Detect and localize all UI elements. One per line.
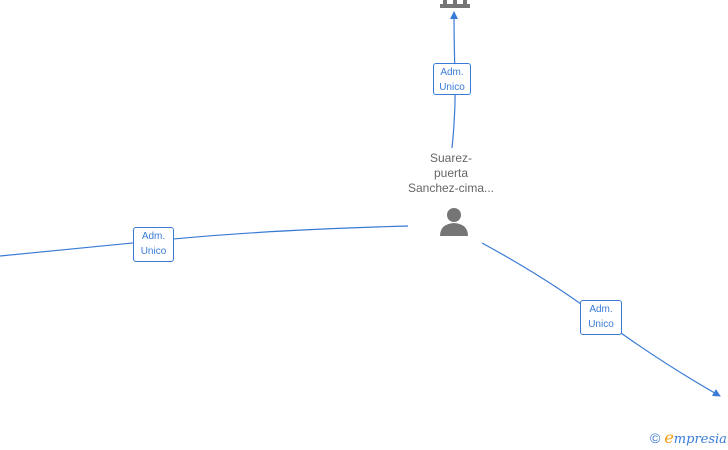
role-label-company-bottom-right[interactable]: Adm. Unico xyxy=(580,300,622,335)
person-name-line2: puerta xyxy=(433,166,469,180)
role-label-line1: Adm. xyxy=(589,304,613,315)
role-label-line2: Unico xyxy=(588,319,614,330)
role-label-line1: Adm. xyxy=(141,231,166,242)
person-name-line1: Suarez- xyxy=(429,151,473,165)
person-name-line3: Sanchez-cima... xyxy=(407,181,495,195)
brand-logo-text: mpresia xyxy=(673,432,727,447)
brand-logo-initial: e xyxy=(664,428,674,447)
edge-to-company-left xyxy=(0,225,409,257)
role-label-company-top[interactable]: Adm. Unico xyxy=(433,63,471,95)
person-name[interactable]: Suarez- puerta Sanchez-cima... xyxy=(396,151,506,196)
role-label-line2: Unico xyxy=(140,246,167,257)
person-icon[interactable] xyxy=(438,205,470,237)
brand-watermark: ©empresia xyxy=(650,428,727,448)
role-label-company-left[interactable]: Adm. Unico xyxy=(133,227,174,262)
company-building-icon[interactable] xyxy=(438,0,472,10)
role-label-line2: Unico xyxy=(439,82,465,93)
copyright-icon: © xyxy=(650,430,661,446)
role-label-line1: Adm. xyxy=(440,67,464,78)
